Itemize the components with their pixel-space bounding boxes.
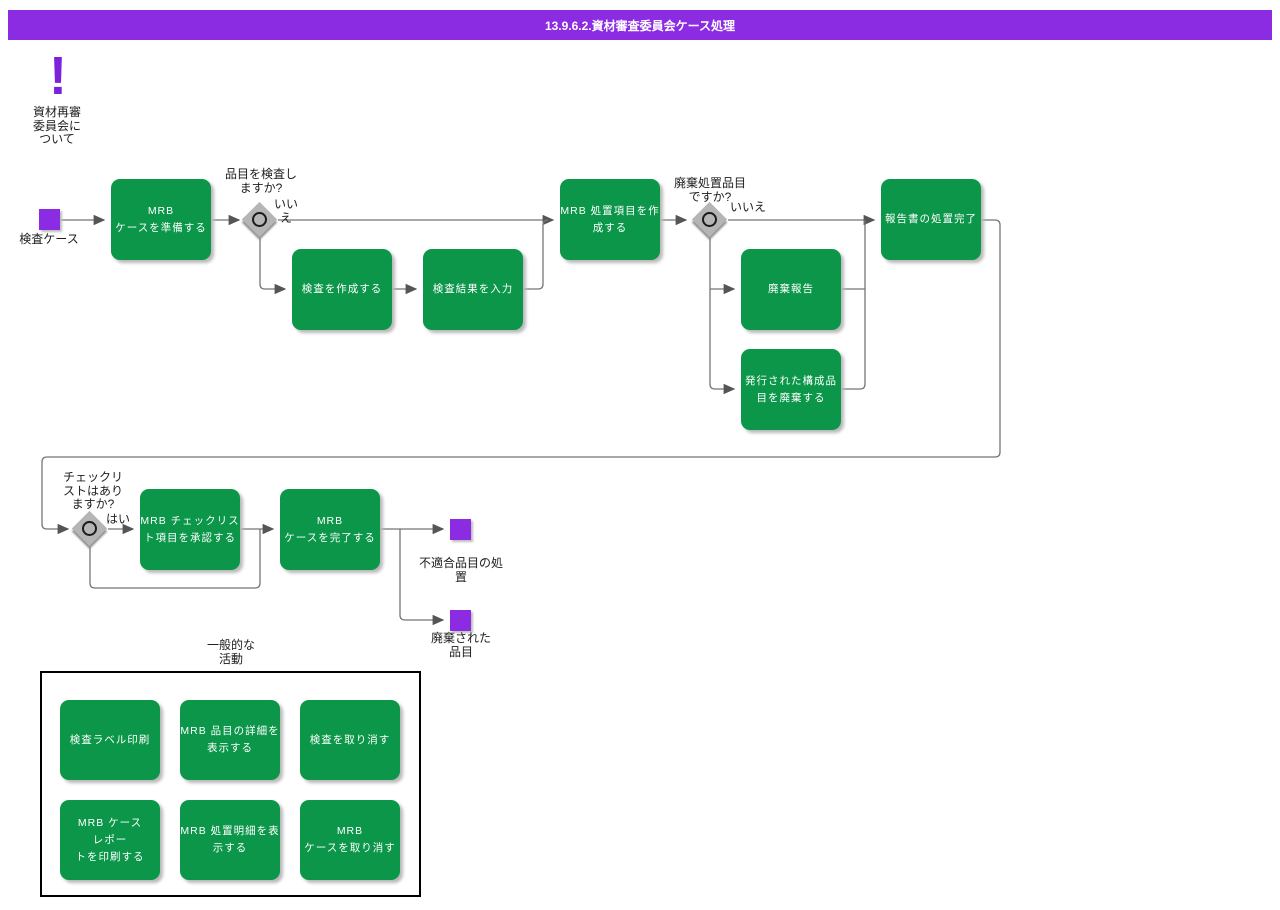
task-create-inspection[interactable]: 検査を作成する [292, 249, 392, 330]
task-print-inspection-label[interactable]: 検査ラベル印刷 [60, 700, 160, 780]
end-event-scrapped-square [450, 610, 471, 631]
task-view-mrb-disposition-details[interactable]: MRB 処置明細を表 示する [180, 800, 280, 880]
gateway-scrap-disposition-question: 廃棄処置品目 ですか? [673, 176, 746, 204]
page-title: 13.9.6.2.資材審査委員会ケース処理 [8, 10, 1272, 40]
task-complete-mrb-case[interactable]: MRB ケースを完了する [280, 489, 380, 570]
general-activities-box [40, 671, 421, 897]
general-activities-label: 一般的な 活動 [206, 638, 255, 666]
task-create-disposition-item[interactable]: MRB 処置項目を作 成する [560, 179, 660, 260]
gateway-inspect-item-question: 品目を検査し ますか? [224, 167, 297, 195]
gateway-scrap-disposition-no-label: いいえ [729, 200, 766, 214]
task-scrap-issued-components[interactable]: 発行された構成品 目を廃棄する [741, 349, 841, 430]
note-label: 資材再審 委員会に ついて [32, 105, 81, 146]
gateway-checklist-question: チェックリ ストはあり ますか? [62, 470, 123, 511]
end-event-nonconforming-square [450, 519, 471, 540]
gateway-checklist-yes-label: はい [105, 512, 130, 526]
task-scrap-report[interactable]: 廃棄報告 [741, 249, 841, 330]
task-prepare-mrb-case[interactable]: MRB ケースを準備する [111, 179, 211, 260]
task-cancel-mrb-case[interactable]: MRB ケースを取り消す [300, 800, 400, 880]
task-print-mrb-case-report[interactable]: MRB ケース レポー トを印刷する [60, 800, 160, 880]
task-approve-checklist-items[interactable]: MRB チェックリス ト項目を承認する [140, 489, 240, 570]
start-event-label: 検査ケース [19, 232, 79, 246]
info-exclamation-icon[interactable]: ! [49, 46, 67, 106]
task-view-mrb-item-details[interactable]: MRB 品目の詳細を 表示する [180, 700, 280, 780]
start-event-square [39, 209, 60, 230]
task-report-disposition-complete[interactable]: 報告書の処置完了 [881, 179, 981, 260]
gateway-inspect-item-no-label: いい え [273, 197, 298, 225]
task-enter-inspection-results[interactable]: 検査結果を入力 [423, 249, 523, 330]
task-cancel-inspection[interactable]: 検査を取り消す [300, 700, 400, 780]
end-event-nonconforming-label: 不適合品目の処 置 [418, 556, 503, 584]
end-event-scrapped-label: 廃棄された 品目 [430, 631, 491, 659]
